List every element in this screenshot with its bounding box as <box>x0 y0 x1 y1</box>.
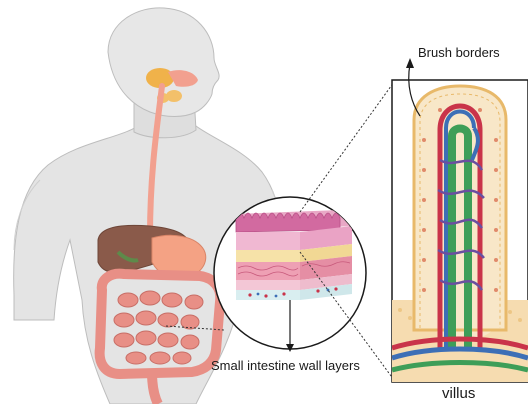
intestine-wall-section <box>214 197 366 352</box>
small-intestine-wall-layers-label: Small intestine wall layers <box>211 358 360 373</box>
villus-label: villus <box>442 385 475 402</box>
brush-borders-label: Brush borders <box>418 45 500 60</box>
villus-detail <box>392 80 528 382</box>
section-to-villus-leader-top <box>300 82 394 212</box>
